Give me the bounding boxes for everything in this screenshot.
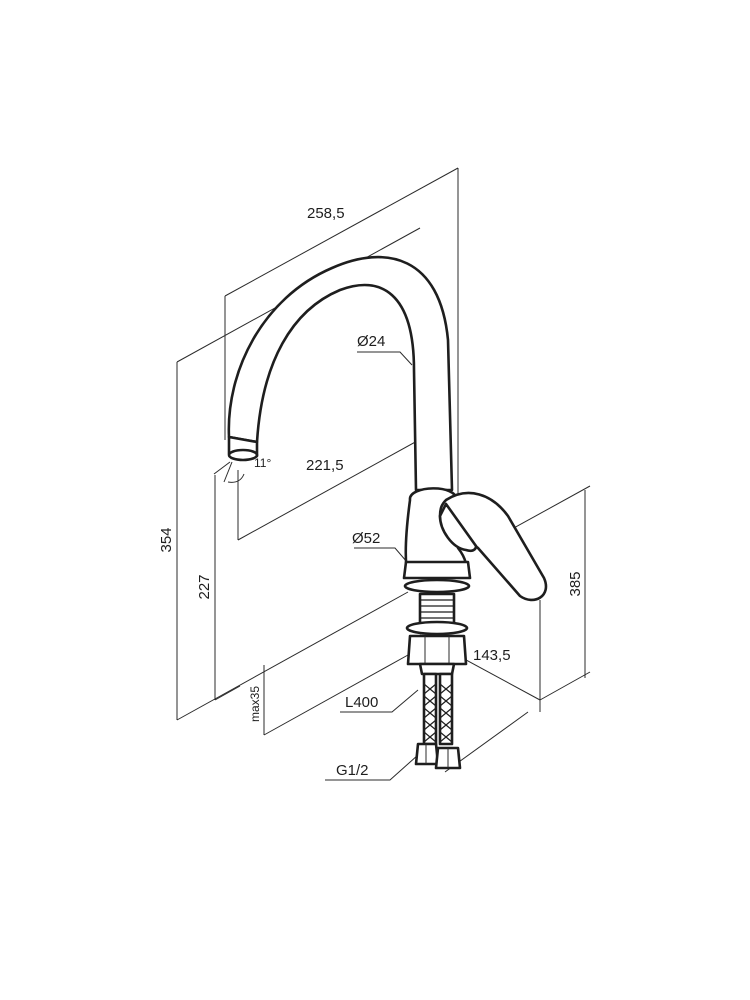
dim-spout-diameter: Ø24 (357, 333, 385, 350)
spout (227, 255, 454, 492)
dim-spout-reach: 258,5 (307, 205, 345, 222)
handle-lever (438, 491, 548, 602)
dim-spout-offset: 221,5 (306, 457, 344, 474)
flexible-hoses (414, 672, 462, 770)
dimension-labels: 258,5 Ø24 11° 221,5 Ø52 143,5 L400 G1/2 … (158, 205, 584, 779)
dim-hose-length: L400 (345, 694, 378, 711)
dim-total-height: 354 (158, 527, 175, 552)
dim-spout-angle: 11° (254, 456, 271, 470)
mounting-nut (406, 634, 468, 666)
faucet-body (227, 255, 548, 770)
dim-connection-thread: G1/2 (336, 762, 369, 779)
dim-base-diameter: Ø52 (352, 530, 380, 547)
dim-handle-depth: 143,5 (473, 647, 511, 664)
dim-max-counter-thickness: max35 (248, 686, 262, 722)
dim-outlet-height: 227 (196, 574, 213, 599)
dim-overall-height: 385 (567, 571, 584, 596)
